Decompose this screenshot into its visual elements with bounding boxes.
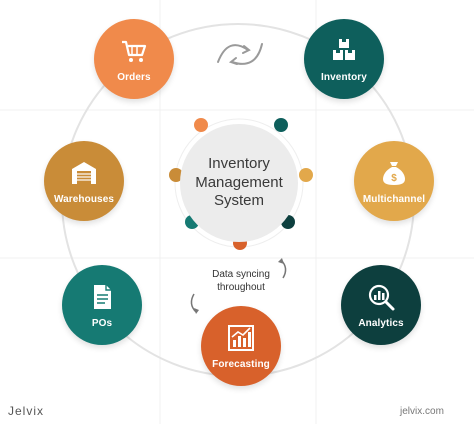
money-bag-icon: $ bbox=[383, 161, 405, 185]
sync-arrow-right-head bbox=[278, 258, 284, 264]
node-inventory-label: Inventory bbox=[321, 71, 367, 83]
sync-arrow-left bbox=[190, 293, 197, 313]
node-warehouses: Warehouses bbox=[44, 141, 124, 221]
node-orders-label: Orders bbox=[117, 71, 151, 83]
node-orders: Orders bbox=[94, 19, 174, 99]
node-inventory: Inventory bbox=[304, 19, 384, 99]
dot-gold-left bbox=[169, 168, 183, 182]
bar-chart-icon bbox=[228, 324, 254, 351]
node-forecasting-label: Forecasting bbox=[212, 358, 270, 370]
sync-caption-line1: Data syncing bbox=[212, 269, 270, 280]
node-warehouses-label: Warehouses bbox=[53, 193, 115, 205]
document-icon bbox=[94, 284, 111, 309]
center-title-line2: Management bbox=[195, 173, 283, 191]
boxes-icon bbox=[333, 38, 355, 60]
node-analytics: Analytics bbox=[341, 265, 421, 345]
brand-logo: Jelvix bbox=[8, 404, 45, 418]
center-title-line3: System bbox=[213, 192, 264, 210]
node-multichannel-label: Multichannel bbox=[362, 193, 426, 205]
dot-teal-top bbox=[274, 118, 288, 132]
dot-orange bbox=[194, 118, 208, 132]
svg-text:$: $ bbox=[391, 173, 397, 184]
brand-url: jelvix.com bbox=[400, 406, 444, 417]
node-analytics-label: Analytics bbox=[358, 317, 404, 329]
node-multichannel: $ Multichannel bbox=[354, 141, 434, 221]
sync-caption: Data syncing throughout bbox=[196, 268, 286, 294]
magnifier-chart-icon bbox=[368, 284, 395, 310]
dot-gold-right bbox=[299, 168, 313, 182]
center-title: Inventory Management System bbox=[184, 155, 294, 211]
node-pos: POs bbox=[62, 265, 142, 345]
node-pos-label: POs bbox=[91, 317, 113, 329]
center-title-line1: Inventory bbox=[208, 154, 270, 172]
sync-caption-line2: throughout bbox=[217, 282, 265, 293]
shopping-cart-icon bbox=[122, 40, 147, 62]
node-forecasting: Forecasting bbox=[201, 306, 281, 386]
warehouse-icon bbox=[72, 161, 96, 184]
sync-icon bbox=[217, 43, 263, 65]
sync-arrow-left-head bbox=[194, 308, 199, 314]
center-hub: Inventory Management System bbox=[180, 124, 298, 242]
